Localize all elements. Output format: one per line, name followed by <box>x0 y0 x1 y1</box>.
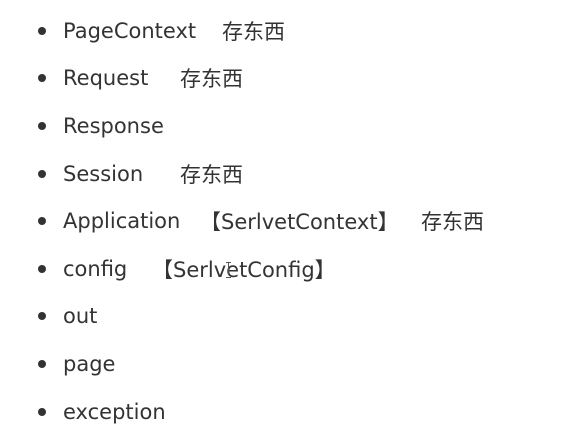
bullet-dot-icon <box>38 121 46 130</box>
item-bracket-note: 【SerlvetContext】 <box>200 210 399 235</box>
bullet-dot-icon <box>38 217 46 226</box>
item-name: out <box>63 304 98 329</box>
list-item-pagecontext: PageContext 存东西 <box>0 7 588 55</box>
item-name: page <box>63 351 116 376</box>
bullet-list: PageContext 存东西 Request 存东西 Response Ses… <box>0 7 588 435</box>
item-note: 存东西 <box>180 67 243 92</box>
bullet-dot-icon <box>38 74 46 83</box>
bullet-dot-icon <box>38 264 46 273</box>
list-item-out: out <box>0 293 588 341</box>
item-name: PageContext <box>63 18 197 43</box>
item-name: Session <box>63 161 144 186</box>
item-name: Request <box>63 66 149 91</box>
item-note: 存东西 <box>222 19 285 44</box>
item-name: config <box>63 256 128 281</box>
item-bracket-note: 【SerlvetConfig】 <box>152 257 336 282</box>
bullet-dot-icon <box>38 312 46 321</box>
item-name: exception <box>63 399 166 424</box>
list-item-config: config 【SerlvetConfig】 <box>0 245 588 293</box>
item-note: 存东西 <box>421 210 484 235</box>
list-item-response: Response <box>0 102 588 150</box>
item-note: 存东西 <box>180 162 243 187</box>
bullet-dot-icon <box>38 359 46 368</box>
bullet-dot-icon <box>38 407 46 416</box>
bullet-dot-icon <box>38 26 46 35</box>
bullet-dot-icon <box>38 169 46 178</box>
list-item-exception: exception <box>0 388 588 436</box>
list-item-application: Application 【SerlvetContext】 存东西 <box>0 197 588 245</box>
list-item-request: Request 存东西 <box>0 55 588 103</box>
list-item-session: Session 存东西 <box>0 150 588 198</box>
item-name: Response <box>63 113 164 138</box>
item-name: Application <box>63 209 181 234</box>
list-item-page: page <box>0 340 588 388</box>
